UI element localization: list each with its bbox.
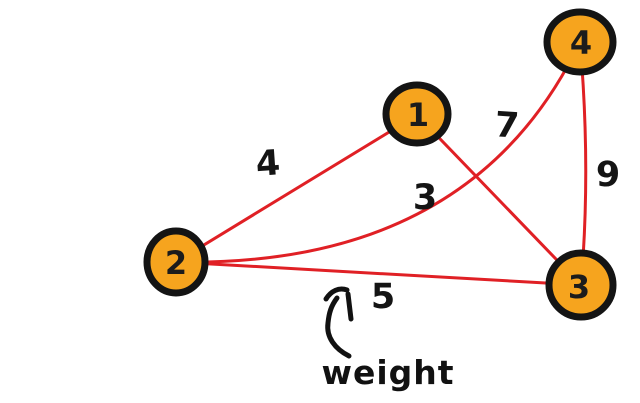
edge-1-2-weight-label: 4 bbox=[255, 143, 282, 185]
edge-2-4-weight-label: 3 bbox=[413, 178, 437, 218]
edge-weight-labels: 4 7 3 5 9 bbox=[255, 105, 621, 317]
curly-arrow-head-left-barb bbox=[323, 286, 350, 302]
edge-1-3 bbox=[415, 113, 583, 287]
node-2: 2 bbox=[143, 227, 209, 297]
weight-annotation-text: weight bbox=[321, 353, 454, 392]
node-4-circle bbox=[543, 8, 617, 76]
edge-3-4 bbox=[578, 40, 588, 287]
node-2-label: 2 bbox=[165, 244, 187, 282]
node-3: 3 bbox=[545, 249, 617, 321]
edge-2-3-weight-label: 5 bbox=[371, 277, 395, 317]
node-1-label: 1 bbox=[407, 96, 429, 134]
node-1-circle bbox=[382, 81, 452, 147]
curly-arrow-tail bbox=[325, 295, 352, 359]
node-4: 4 bbox=[543, 8, 617, 76]
edge-1-2 bbox=[174, 113, 419, 264]
edge-2-4 bbox=[174, 40, 582, 264]
edge-1-3-weight-label: 7 bbox=[493, 105, 520, 147]
node-2-circle bbox=[143, 227, 209, 297]
node-4-label: 4 bbox=[570, 24, 592, 62]
nodes-group: 1 2 3 4 bbox=[143, 8, 617, 321]
node-3-label: 3 bbox=[568, 268, 590, 306]
edge-2-3 bbox=[174, 260, 583, 287]
weight-annotation: weight bbox=[321, 286, 454, 392]
node-1: 1 bbox=[382, 81, 452, 147]
edge-3-4-weight-label: 9 bbox=[596, 155, 620, 195]
edges-group bbox=[174, 40, 588, 287]
curly-arrow-head-right-barb bbox=[345, 291, 354, 322]
node-3-circle bbox=[545, 249, 617, 321]
